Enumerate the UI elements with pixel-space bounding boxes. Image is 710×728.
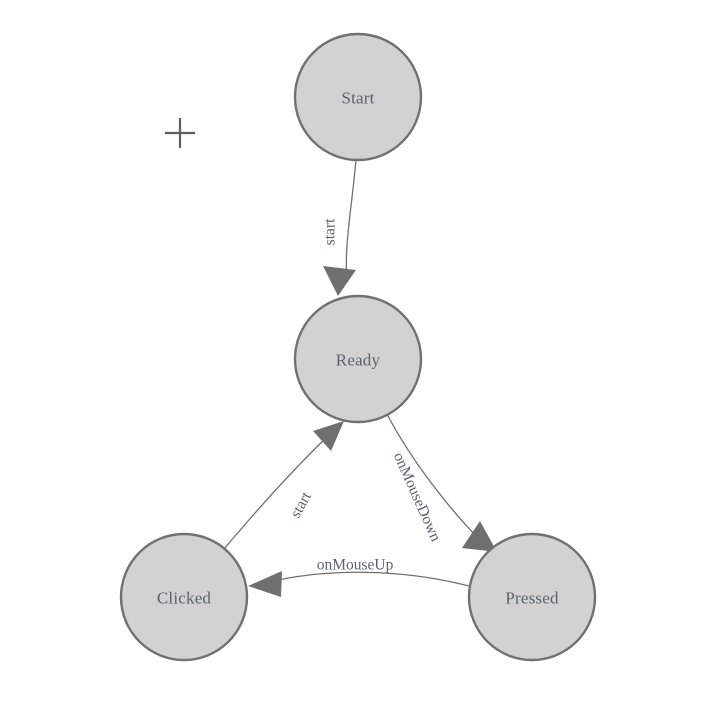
node-ready[interactable]: Ready xyxy=(293,294,423,424)
node-label-start: Start xyxy=(341,89,374,108)
edge-label-pressed-to-clicked: onMouseUp xyxy=(317,557,394,574)
edge-path xyxy=(223,436,328,550)
edge-pressed-to-clicked[interactable]: onMouseUp xyxy=(248,557,470,598)
edge-path xyxy=(345,159,357,279)
edge-label-start-to-ready: start xyxy=(322,218,339,245)
node-pressed[interactable]: Pressed xyxy=(467,532,597,662)
node-clicked[interactable]: Clicked xyxy=(119,532,249,662)
node-circle xyxy=(119,532,249,662)
edge-path xyxy=(386,413,482,542)
edge-ready-to-pressed[interactable]: onMouseDown xyxy=(386,413,497,552)
node-start[interactable]: Start xyxy=(293,32,423,162)
node-label-clicked: Clicked xyxy=(157,589,212,608)
plus-marker-icon[interactable] xyxy=(165,118,195,148)
edge-label-clicked-to-ready: start xyxy=(287,489,315,521)
node-circle xyxy=(293,294,423,424)
node-circle xyxy=(467,532,597,662)
arrowhead-icon xyxy=(462,521,497,552)
arrowhead-icon xyxy=(313,421,344,451)
arrowhead-icon xyxy=(248,571,282,597)
edge-path xyxy=(277,571,470,587)
node-circle xyxy=(293,32,423,162)
node-label-pressed: Pressed xyxy=(505,589,559,608)
edge-clicked-to-ready[interactable]: start xyxy=(223,421,344,550)
edge-start-to-ready[interactable]: start xyxy=(322,159,357,296)
node-label-ready: Ready xyxy=(336,351,381,370)
arrowhead-icon xyxy=(323,266,356,296)
